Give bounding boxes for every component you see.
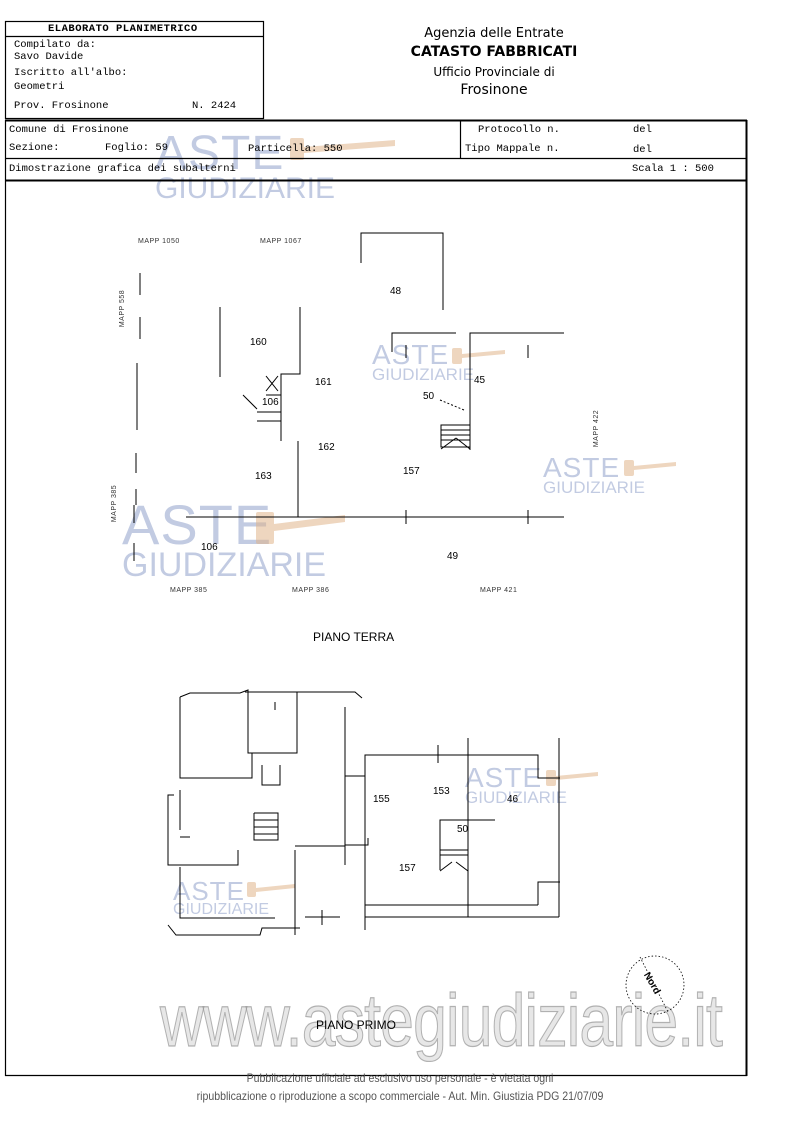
- watermark-site: www.astegiudiziarie.it: [160, 978, 724, 1062]
- protocollo-label: Protocollo n.: [478, 124, 560, 136]
- sub-label: 162: [318, 442, 335, 453]
- compiled-by-value: Savo Davide: [14, 51, 84, 63]
- mapp-label: MAPP 1067: [260, 238, 302, 245]
- agency-city: Frosinone: [460, 82, 528, 98]
- sub-label: 50: [423, 391, 435, 402]
- sub-label: 160: [250, 337, 267, 348]
- agency-dept: CATASTO FABBRICATI: [410, 44, 578, 60]
- first-floor-plan: [167, 689, 560, 936]
- mapp-label: MAPP 1050: [138, 238, 180, 245]
- agency-name: Agenzia delle Entrate: [424, 26, 564, 41]
- mapp-label: MAPP 558: [119, 289, 127, 328]
- agency-office: Ufficio Provinciale di: [433, 65, 555, 79]
- mapp-label: MAPP 385: [170, 587, 208, 594]
- province: Prov. Frosinone: [14, 100, 109, 112]
- north-compass-icon: [625, 955, 685, 1015]
- header-box-border: [4, 20, 265, 120]
- foglio: Foglio: 59: [105, 142, 169, 154]
- dimostrazione: Dimostrazione grafica dei subalterni: [9, 163, 236, 175]
- mapp-label: MAPP 386: [292, 587, 330, 594]
- registration-number: N. 2424: [192, 100, 237, 112]
- sezione: Sezione:: [9, 142, 60, 154]
- sub-label: 49: [447, 551, 459, 562]
- sub-label: 45: [474, 375, 486, 386]
- footer-line-1: Pubblicazione ufficiale ad esclusivo uso…: [246, 1071, 554, 1085]
- header-title: ELABORATO PLANIMETRICO: [48, 23, 198, 35]
- sub-label: 48: [390, 286, 402, 297]
- tipo-mappale-label: Tipo Mappale n.: [465, 143, 560, 155]
- tipo-mappale-value: del: [633, 144, 652, 156]
- sub-label: 106: [262, 397, 279, 408]
- sub-label: 157: [403, 466, 420, 477]
- comune: Comune di Frosinone: [9, 124, 129, 136]
- ground-floor-title: PIANO TERRA: [313, 630, 395, 644]
- sub-label: 50: [457, 824, 469, 835]
- mapp-label: MAPP 422: [593, 409, 601, 448]
- scala: Scala 1 : 500: [632, 163, 714, 175]
- sub-label: 161: [315, 377, 332, 388]
- registered-label: Iscritto all'albo:: [14, 67, 128, 79]
- sub-label: 155: [373, 794, 390, 805]
- first-floor-title: PIANO PRIMO: [316, 1018, 397, 1032]
- sub-label: 163: [255, 471, 272, 482]
- sub-label: 106: [201, 542, 218, 553]
- mapp-label: MAPP 385: [111, 484, 119, 523]
- sub-label: 153: [433, 786, 450, 797]
- footer-line-2: ripubblicazione o riproduzione a scopo c…: [196, 1089, 604, 1103]
- protocollo-value: del: [633, 124, 652, 136]
- registered-value: Geometri: [14, 81, 65, 93]
- particella: Particella: 550: [248, 143, 343, 155]
- sub-label: 46: [507, 794, 519, 805]
- ground-floor-plan: [133, 232, 564, 563]
- mapp-label: MAPP 421: [480, 587, 518, 594]
- sub-label: 157: [399, 863, 416, 874]
- compiled-by-label: Compilato da:: [14, 39, 96, 51]
